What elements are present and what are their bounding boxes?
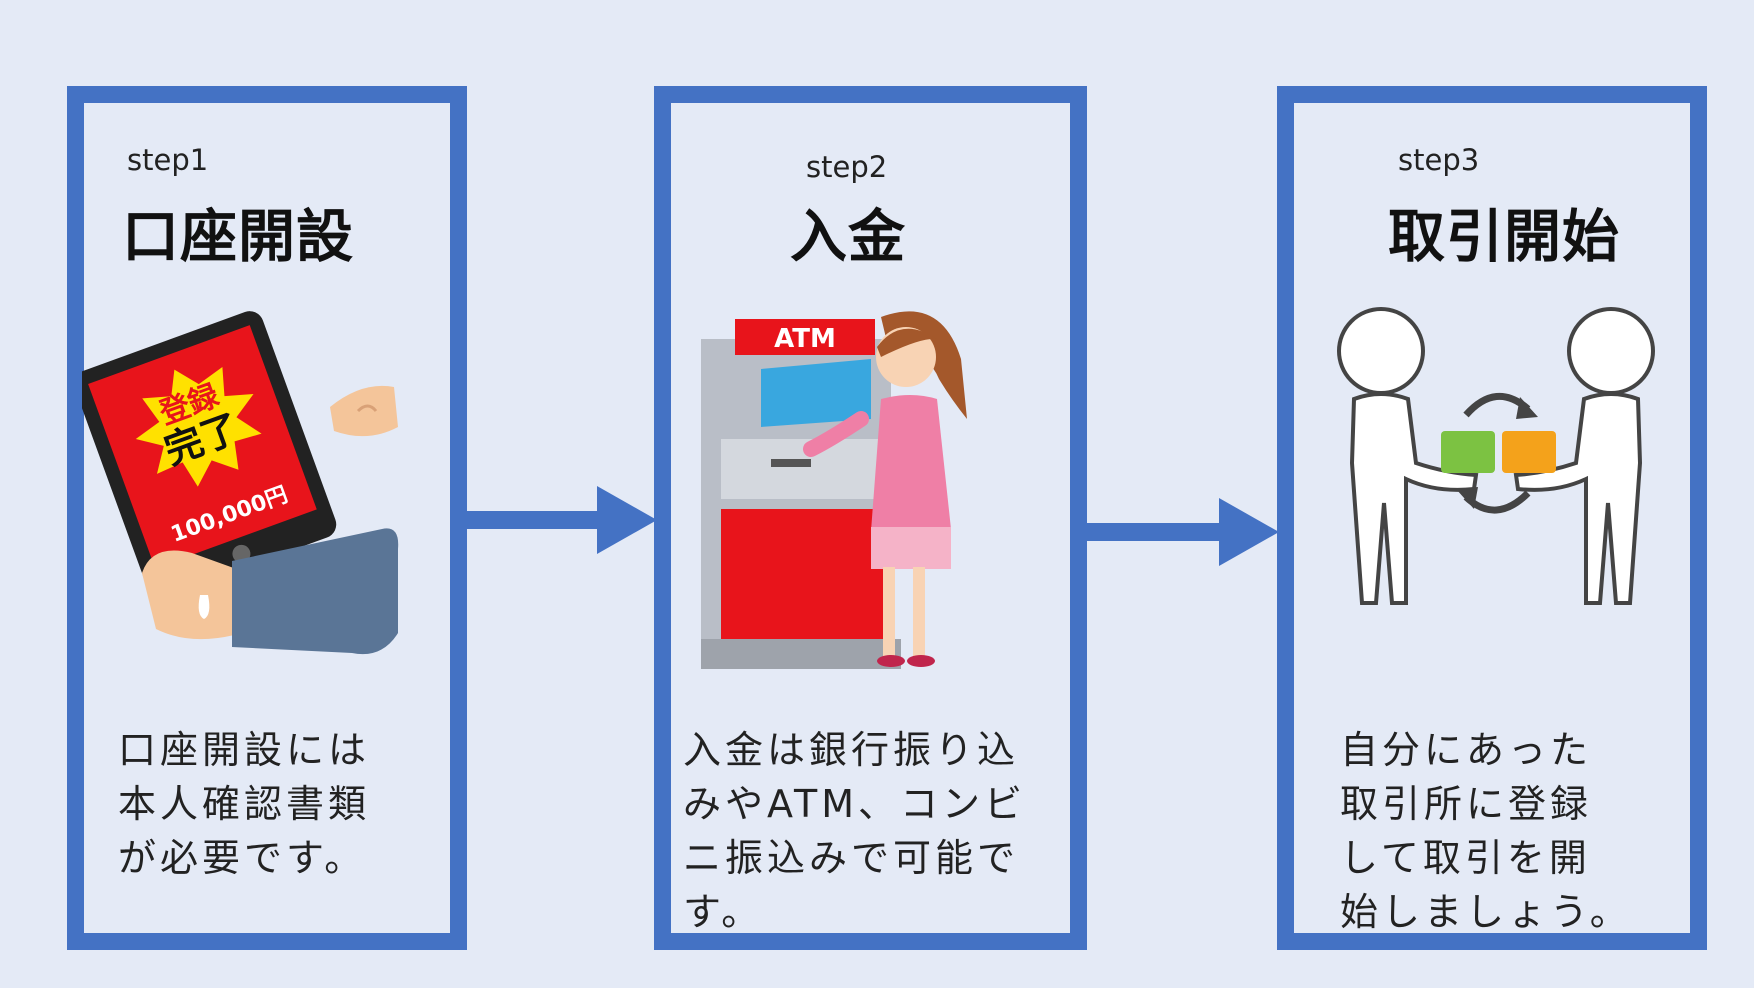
step3-title: 取引開始 bbox=[1388, 204, 1620, 270]
step2-description: 入金は銀行振り込 みやATM、コンビ ニ振込みで可能で す。 bbox=[683, 723, 1026, 939]
step1-title: 口座開設 bbox=[122, 204, 354, 270]
step1-description: 口座開設には 本人確認書類 が必要です。 bbox=[118, 723, 370, 885]
step3-label: step3 bbox=[1398, 143, 1480, 177]
step1-desc-line: が必要です。 bbox=[118, 836, 367, 880]
step1-desc-line: 本人確認書類 bbox=[118, 782, 371, 826]
step2-desc-line: 入金は銀行振り込 bbox=[683, 728, 1020, 772]
step2-desc-line: みやATM、コンビ bbox=[683, 782, 1027, 826]
step3-desc-line: 自分にあった bbox=[1340, 728, 1593, 772]
step1-desc-line: 口座開設には bbox=[118, 728, 371, 772]
arrow-step2-to-step3-icon bbox=[1087, 498, 1279, 566]
step2-title: 入金 bbox=[790, 204, 906, 270]
step3-desc-line: 取引所に登録 bbox=[1340, 782, 1593, 826]
step3-desc-line: 始しましょう。 bbox=[1340, 890, 1632, 934]
step1-card: step1 口座開設 登録 完了 100,000円 口座開設には 本人確認書類 … bbox=[67, 86, 467, 950]
step1-label: step1 bbox=[127, 143, 209, 177]
step2-desc-line: す。 bbox=[683, 890, 764, 934]
arrow-step1-to-step2-icon bbox=[467, 486, 657, 554]
step2-card: step2 入金 ATM 入金は銀行振り込 みやATM、コンビ ニ振込みで可能で… bbox=[654, 86, 1087, 950]
atm-sign: ATM bbox=[774, 324, 836, 354]
exchange-trade-icon bbox=[1337, 307, 1655, 605]
step3-card: step3 取引開始 自分にあった 取引所に登録 して取引を開 始しましょう。 bbox=[1277, 86, 1707, 950]
step3-description: 自分にあった 取引所に登録 して取引を開 始しましょう。 bbox=[1340, 723, 1632, 939]
step3-desc-line: して取引を開 bbox=[1340, 836, 1591, 880]
atm-deposit-icon: ATM bbox=[701, 311, 967, 669]
tablet-registration-icon: 登録 完了 100,000円 bbox=[82, 311, 399, 655]
step2-label: step2 bbox=[806, 150, 888, 184]
step2-desc-line: ニ振込みで可能で bbox=[683, 836, 1020, 880]
